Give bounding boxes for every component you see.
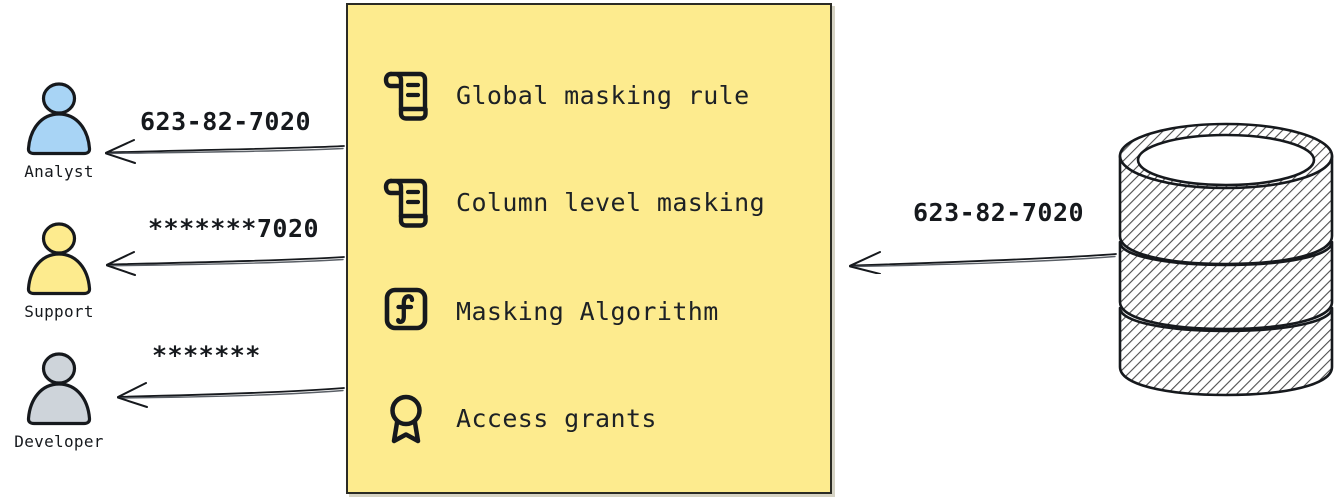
- actor-label: Analyst: [24, 162, 94, 181]
- arrow-to-developer: [117, 382, 345, 408]
- arrow-to-analyst: [105, 139, 345, 164]
- policy-panel: Global masking rule Column level masking…: [346, 3, 832, 494]
- actor-analyst[interactable]: Analyst: [4, 78, 114, 181]
- person-icon: [26, 222, 92, 296]
- actor-support[interactable]: Support: [4, 218, 114, 321]
- policy-item-label: Masking Algorithm: [456, 296, 719, 326]
- policy-item-label: Access grants: [456, 403, 657, 433]
- person-icon: [26, 352, 92, 426]
- scroll-icon: [383, 178, 428, 228]
- arrow-label-database: 623-82-7020: [913, 198, 1085, 227]
- policy-item-access-grants[interactable]: Access grants: [382, 386, 657, 450]
- arrow-to-support: [106, 251, 345, 276]
- policy-item-masking-algorithm[interactable]: Masking Algorithm: [382, 279, 719, 343]
- database-cylinder-icon[interactable]: [1112, 112, 1340, 406]
- policy-item-global-masking-rule[interactable]: Global masking rule: [382, 63, 750, 127]
- arrow-label-developer: *******: [152, 341, 261, 370]
- arrow-database-to-panel: [849, 251, 1117, 274]
- actor-label: Support: [24, 302, 94, 321]
- actor-developer[interactable]: Developer: [4, 348, 114, 451]
- arrow-label-support: *******7020: [148, 214, 320, 243]
- person-icon: [26, 82, 92, 156]
- policy-item-label: Column level masking: [456, 187, 766, 217]
- policy-item-label: Global masking rule: [456, 80, 750, 110]
- scroll-icon: [383, 71, 428, 121]
- policy-item-column-level-masking[interactable]: Column level masking: [382, 170, 765, 234]
- actor-label: Developer: [14, 432, 104, 451]
- award-icon: [390, 394, 422, 444]
- function-icon: [384, 287, 428, 331]
- arrow-label-analyst: 623-82-7020: [140, 107, 312, 136]
